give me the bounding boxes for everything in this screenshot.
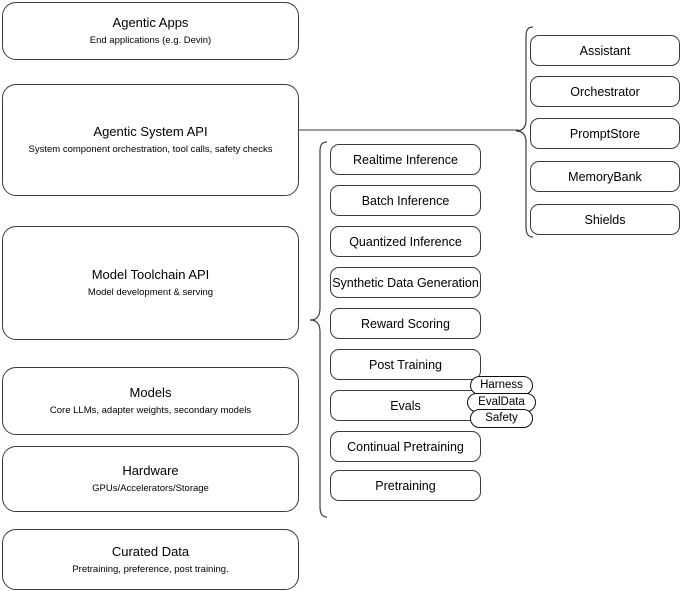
chip-label: Quantized Inference	[349, 234, 462, 249]
layer-box-agentic-system-api[interactable]: Agentic System API System component orch…	[2, 84, 299, 196]
layer-subtitle: Pretraining, preference, post training.	[72, 563, 229, 575]
toolchain-item-quantized-inference[interactable]: Quantized Inference	[330, 226, 481, 257]
agentic-item-assistant[interactable]: Assistant	[530, 35, 680, 66]
connector-agentic-system-to-group	[299, 120, 521, 142]
chip-label: Evals	[390, 398, 421, 413]
chip-label: Synthetic Data Generation	[332, 275, 479, 290]
toolchain-item-realtime-inference[interactable]: Realtime Inference	[330, 144, 481, 175]
toolchain-item-evals[interactable]: Evals	[330, 390, 481, 421]
chip-label: Realtime Inference	[353, 152, 458, 167]
layer-title: Agentic System API	[93, 124, 208, 139]
layer-title: Model Toolchain API	[91, 267, 210, 282]
chip-label: Orchestrator	[570, 84, 640, 99]
layer-box-agentic-apps[interactable]: Agentic Apps End applications (e.g. Devi…	[2, 2, 299, 60]
toolchain-item-post-training[interactable]: Post Training	[330, 349, 481, 380]
layer-box-model-toolchain-api[interactable]: Model Toolchain API Model development & …	[2, 226, 299, 340]
layer-subtitle: Core LLMs, adapter weights, secondary mo…	[49, 405, 252, 416]
toolchain-item-continual-pretraining[interactable]: Continual Pretraining	[330, 431, 481, 462]
chip-label: PromptStore	[569, 126, 641, 141]
agentic-item-promptstore[interactable]: PromptStore	[530, 118, 680, 149]
layer-box-hardware[interactable]: Hardware GPUs/Accelerators/Storage	[2, 446, 299, 512]
chip-label: Batch Inference	[361, 193, 450, 208]
chip-label: Reward Scoring	[361, 316, 450, 331]
layer-subtitle: GPUs/Accelerators/Storage	[92, 483, 209, 494]
layer-subtitle: Model development & serving	[87, 287, 214, 298]
toolchain-item-pretraining[interactable]: Pretraining	[330, 470, 481, 501]
layer-box-curated-data[interactable]: Curated Data Pretraining, preference, po…	[2, 529, 299, 590]
chip-label: Continual Pretraining	[347, 439, 464, 454]
chip-label: MemoryBank	[568, 169, 642, 184]
eval-tag-evaldata[interactable]: EvalData	[467, 393, 536, 412]
layer-title: Models	[129, 385, 172, 400]
toolchain-item-batch-inference[interactable]: Batch Inference	[330, 185, 481, 216]
agentic-item-memorybank[interactable]: MemoryBank	[530, 161, 680, 192]
pill-label: Harness	[480, 379, 523, 391]
chip-label: Post Training	[369, 357, 442, 372]
pill-label: EvalData	[478, 396, 525, 408]
chip-label: Pretraining	[375, 478, 436, 493]
chip-label: Assistant	[579, 43, 631, 58]
toolchain-item-synthetic-data-generation[interactable]: Synthetic Data Generation	[330, 267, 481, 298]
chip-label: Shields	[584, 212, 626, 227]
pill-label: Safety	[485, 412, 518, 424]
layer-subtitle: End applications (e.g. Devin)	[89, 35, 212, 46]
layer-title: Curated Data	[111, 543, 190, 559]
layer-box-models[interactable]: Models Core LLMs, adapter weights, secon…	[2, 367, 299, 435]
layer-title: Hardware	[122, 463, 179, 478]
layer-title: Agentic Apps	[112, 15, 189, 30]
eval-tag-safety[interactable]: Safety	[470, 409, 533, 428]
agentic-item-orchestrator[interactable]: Orchestrator	[530, 76, 680, 107]
brace-toolchain-group	[308, 140, 328, 520]
layer-subtitle: System component orchestration, tool cal…	[28, 144, 273, 155]
toolchain-item-reward-scoring[interactable]: Reward Scoring	[330, 308, 481, 339]
agentic-item-shields[interactable]: Shields	[530, 204, 680, 235]
